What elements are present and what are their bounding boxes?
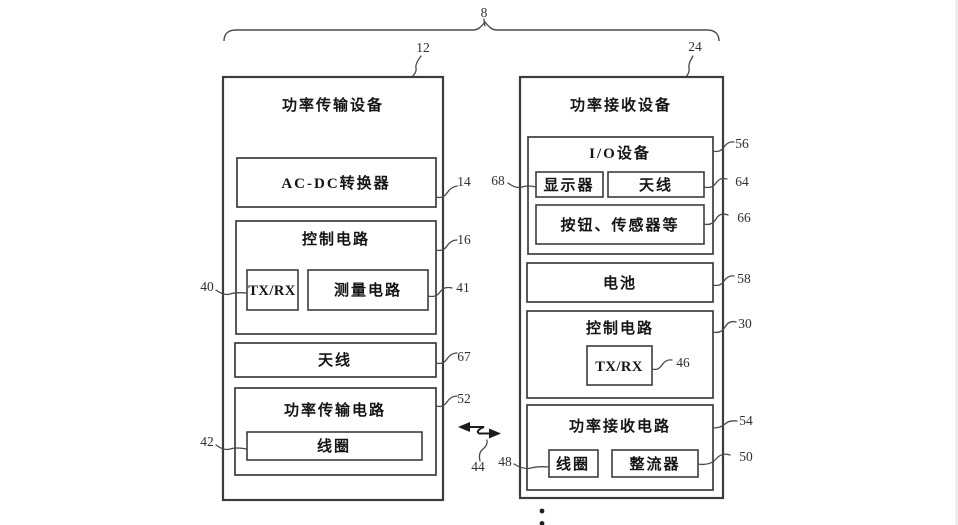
tx-acdc-label: AC-DC转换器	[281, 174, 390, 192]
ref-24: 24	[688, 39, 702, 54]
rx-txrx-box	[586, 345, 653, 386]
ref-66: 66	[737, 210, 751, 225]
ref-67: 67	[457, 349, 471, 364]
leader-ref-50	[697, 453, 731, 466]
leader-ref-52	[435, 395, 458, 408]
ref-42: 42	[200, 434, 214, 449]
leader-ref-16	[435, 239, 458, 252]
ref-48: 48	[498, 454, 512, 469]
leader-ref-68	[507, 182, 537, 189]
rx-io-label: I/O设备	[589, 144, 651, 162]
rx-power-circuit-box	[526, 404, 714, 491]
ref-12: 12	[416, 40, 430, 55]
rx-control-box	[526, 310, 714, 399]
leader-ref-48	[513, 463, 550, 470]
leader-ref-8	[483, 18, 486, 27]
ref-14: 14	[457, 174, 471, 189]
rx-control-label: 控制电路	[586, 319, 654, 337]
leader-ref-42	[215, 444, 248, 451]
tx-control-box	[235, 220, 437, 335]
wireless-link-arrow	[463, 426, 495, 435]
tx-power-circuit-box	[234, 387, 437, 476]
rx-io-box	[527, 136, 714, 255]
ref-52: 52	[457, 391, 471, 406]
rx-device-title: 功率接收设备	[570, 96, 672, 114]
rx-display-label: 显示器	[543, 177, 594, 194]
system-brace	[223, 20, 720, 42]
ref-40: 40	[200, 279, 214, 294]
rx-coil-label: 线圈	[556, 455, 590, 473]
rx-txrx-label: TX/RX	[595, 359, 643, 375]
leader-ref-30	[712, 320, 737, 334]
leader-ref-58	[712, 275, 735, 287]
ref-64: 64	[735, 174, 749, 189]
leader-ref-67	[435, 352, 458, 365]
ref-54: 54	[739, 413, 753, 428]
leader-ref-41	[427, 286, 453, 298]
leader-ref-56	[712, 141, 735, 153]
leader-ref-44	[478, 439, 488, 462]
ref-46: 46	[676, 355, 690, 370]
ref-16: 16	[457, 232, 471, 247]
ref-44: 44	[471, 459, 485, 474]
rx-antenna-box	[607, 171, 705, 198]
tx-antenna-label: 天线	[318, 351, 352, 369]
leader-ref-24	[685, 55, 694, 78]
rx-buttons-label: 按钮、传感器等	[560, 216, 679, 234]
tx-power-circuit-label: 功率传输电路	[284, 401, 386, 419]
leader-ref-46	[651, 359, 673, 371]
rx-rectifier-label: 整流器	[629, 455, 680, 473]
rx-battery-label: 电池	[603, 274, 637, 292]
wireless-arrow-right-head	[489, 428, 501, 439]
leader-ref-14	[435, 185, 458, 199]
ref-56: 56	[735, 136, 749, 151]
ref-68: 68	[491, 173, 505, 188]
leader-ref-54	[712, 420, 738, 429]
ellipsis-dot	[539, 508, 545, 514]
rx-coil-box	[548, 449, 599, 478]
leader-ref-40	[215, 289, 248, 296]
ref-41: 41	[456, 280, 470, 295]
screen-edge-strip	[955, 0, 958, 525]
rx-antenna-label: 天线	[639, 176, 673, 194]
wireless-arrow-left-head	[458, 422, 470, 432]
tx-measure-box	[307, 269, 429, 311]
rx-power-circuit-label: 功率接收电路	[569, 417, 671, 435]
ref-30: 30	[738, 316, 752, 331]
tx-acdc-box	[236, 157, 437, 208]
rx-display-box	[535, 171, 604, 198]
tx-coil-label: 线圈	[317, 437, 351, 455]
ellipsis-dot	[539, 521, 545, 525]
tx-antenna-box	[234, 342, 437, 378]
tx-control-label: 控制电路	[302, 230, 370, 248]
ref-50: 50	[739, 449, 753, 464]
rx-battery-box	[526, 262, 714, 303]
leader-ref-64	[703, 177, 728, 189]
tx-device-title: 功率传输设备	[282, 96, 384, 114]
leader-ref-12	[411, 55, 422, 78]
tx-txrx-label: TX/RX	[248, 283, 296, 299]
tx-txrx-box	[246, 269, 299, 311]
leader-ref-66	[703, 213, 729, 226]
rx-device-box	[518, 75, 725, 500]
tx-coil-box	[246, 431, 423, 461]
ref-8: 8	[481, 5, 488, 20]
ref-58: 58	[737, 271, 751, 286]
tx-measure-label: 测量电路	[334, 281, 402, 299]
